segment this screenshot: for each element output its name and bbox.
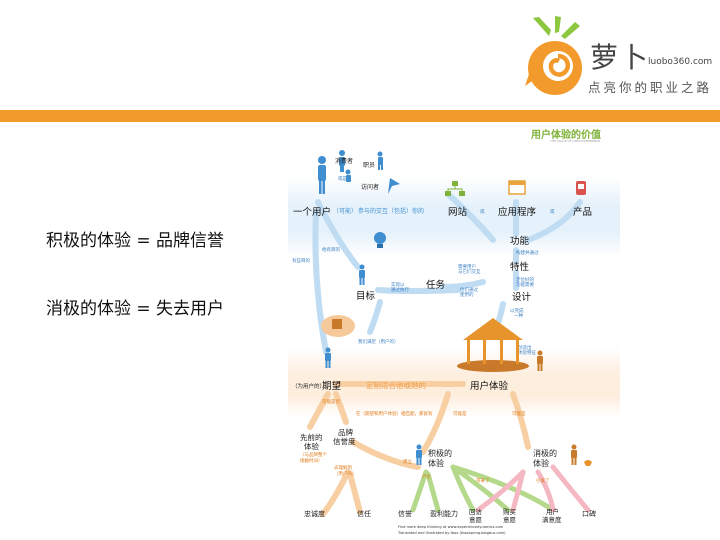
brand-domain: luobo360.com — [648, 57, 713, 67]
note-prior-2: 接触时间） — [300, 459, 323, 464]
note-right-maybe-2: 可能是 — [512, 412, 526, 417]
label-positive-2: 体验 — [428, 459, 444, 468]
footer-line-1: Find more deep thinking at www.experienc… — [398, 525, 504, 529]
label-or-2: 或 — [550, 210, 555, 215]
brand-tagline: 点亮你的职业之路 — [588, 80, 713, 95]
label-website: 网站 — [448, 207, 468, 218]
expectation-person-icon — [325, 347, 331, 368]
brand-name: 萝卜 — [590, 41, 651, 74]
ux-person-icon — [537, 350, 543, 371]
note-match: 在（期望和用户体验）相匹配，那就有 — [356, 412, 433, 417]
infographic-subtitle: THE VALUE OF USER EXPERIENCE — [550, 139, 601, 143]
people-icons — [318, 150, 400, 194]
outcome-buy-1: 购买 — [503, 508, 516, 516]
logo-mark-icon — [525, 16, 582, 95]
note-pos-mid: 产生 — [422, 475, 431, 480]
note-via-1: 以完成 — [510, 309, 524, 314]
thought-bubble-icon — [321, 315, 355, 337]
note-brand-2: （用户的） — [334, 472, 357, 477]
note-goal-2: 通过执行 — [391, 288, 409, 293]
outcome-profit: 盈利能力 — [430, 510, 458, 518]
outcome-loyalty: 忠诚度 — [304, 510, 325, 518]
note-goal-1: 实现以 — [391, 283, 405, 288]
header-divider-bar — [0, 110, 720, 122]
outcome-credibility: 信誉 — [398, 510, 412, 518]
outcome-satisfy-1: 用户 — [546, 508, 559, 516]
note-design-2: 功能需要 — [516, 283, 534, 288]
label-negative-2: 体验 — [533, 459, 549, 468]
note-left-1: 他有目的 — [322, 248, 340, 253]
label-expectation: 期望 — [322, 381, 342, 392]
outcome-buy-2: 意愿 — [503, 516, 516, 524]
label-user: 一个用户 — [293, 207, 332, 218]
label-ux: 用户体验 — [470, 381, 509, 392]
logo: 萝卜 luobo360.com 点亮你的职业之路 — [520, 14, 715, 104]
label-visitor: 访问者 — [361, 184, 380, 191]
product-device-icon — [576, 181, 586, 195]
label-function: 功能 — [510, 236, 530, 247]
note-prior-1: （与品牌整个 — [300, 453, 327, 458]
note-task-2: 使用的 — [460, 293, 474, 298]
label-custom: 定制适合他或她的 — [366, 381, 426, 390]
label-product: 产品 — [573, 207, 593, 218]
flow-arrows — [307, 191, 591, 517]
label-or-1: 或 — [480, 210, 485, 215]
label-design: 设计 — [512, 292, 532, 303]
label-expectation-prefix: （为用户的） — [292, 384, 326, 390]
note-feature-2: 与它们交互 — [458, 270, 481, 275]
negative-person-icon — [571, 444, 592, 466]
note-function: 构建并通过 — [516, 251, 539, 256]
label-app: 应用程序 — [498, 207, 537, 218]
note-fit-2: 体验特征 — [518, 351, 536, 356]
label-maybe: （可能） — [333, 208, 358, 215]
note-brand-1: 去理解到 — [334, 466, 352, 471]
outcome-trust: 信任 — [357, 510, 371, 518]
app-window-icon — [508, 180, 526, 195]
label-prior-2: 体验 — [304, 442, 319, 451]
note-right-maybe: 可能是 — [453, 412, 467, 417]
note-task-1: 他们通过 — [460, 288, 478, 293]
slide-line-negative: 消极的体验 = 失去用户 — [46, 299, 225, 319]
infographic-title: 用户体验的价值 — [531, 130, 601, 141]
label-task: 任务 — [426, 280, 446, 291]
label-staff: 职员 — [363, 162, 376, 169]
outcome-satisfy-2: 满意度 — [542, 516, 562, 524]
note-left-2: 有些目的 — [292, 259, 310, 264]
lightbulb-icon — [374, 232, 386, 248]
note-design-1: 定位好的 — [516, 278, 534, 283]
label-prior-1: 先前的 — [300, 433, 323, 442]
goal-person-icon — [359, 264, 365, 285]
label-positive-1: 积极的 — [428, 449, 452, 458]
label-feature: 特性 — [510, 262, 530, 273]
label-brand-1: 品牌 — [338, 428, 353, 437]
website-icon — [445, 181, 465, 196]
note-via-2: 一种 — [514, 314, 523, 319]
positive-person-icon — [416, 444, 422, 465]
note-feature-1: 需要用户 — [458, 265, 476, 270]
label-consumer: 消费者 — [335, 158, 354, 165]
label-participate: 参与的交互（包括）你的 — [358, 208, 425, 215]
infographic: 用户体验的价值 THE VALUE OF USER EXPERIENCE 消费者… — [288, 122, 620, 540]
slide-line-positive: 积极的体验 = 品牌信誉 — [46, 231, 225, 251]
note-reach: 我们满足（用户的） — [358, 340, 399, 345]
label-or-people: 或是 — [338, 177, 347, 182]
outcome-word-of-mouth: 口碑 — [582, 510, 596, 518]
note-neg: 引发了 — [536, 479, 550, 484]
note-pos-right: 带来了 — [476, 479, 490, 484]
footer-line-2: Translated and illustrated by tbox (tbox… — [398, 531, 506, 535]
label-brand-2: 信誉度 — [333, 437, 356, 446]
note-left-maybe: 可能是否 — [322, 400, 340, 405]
outcome-revisit-1: 回访 — [469, 508, 482, 516]
label-negative-1: 消极的 — [533, 449, 557, 458]
label-goal: 目标 — [356, 291, 376, 302]
outcome-revisit-2: 意愿 — [469, 516, 482, 524]
carousel-icon — [457, 318, 529, 372]
note-fit-1: 创造出 — [518, 346, 532, 351]
note-pos-left: 建立 — [403, 460, 412, 465]
